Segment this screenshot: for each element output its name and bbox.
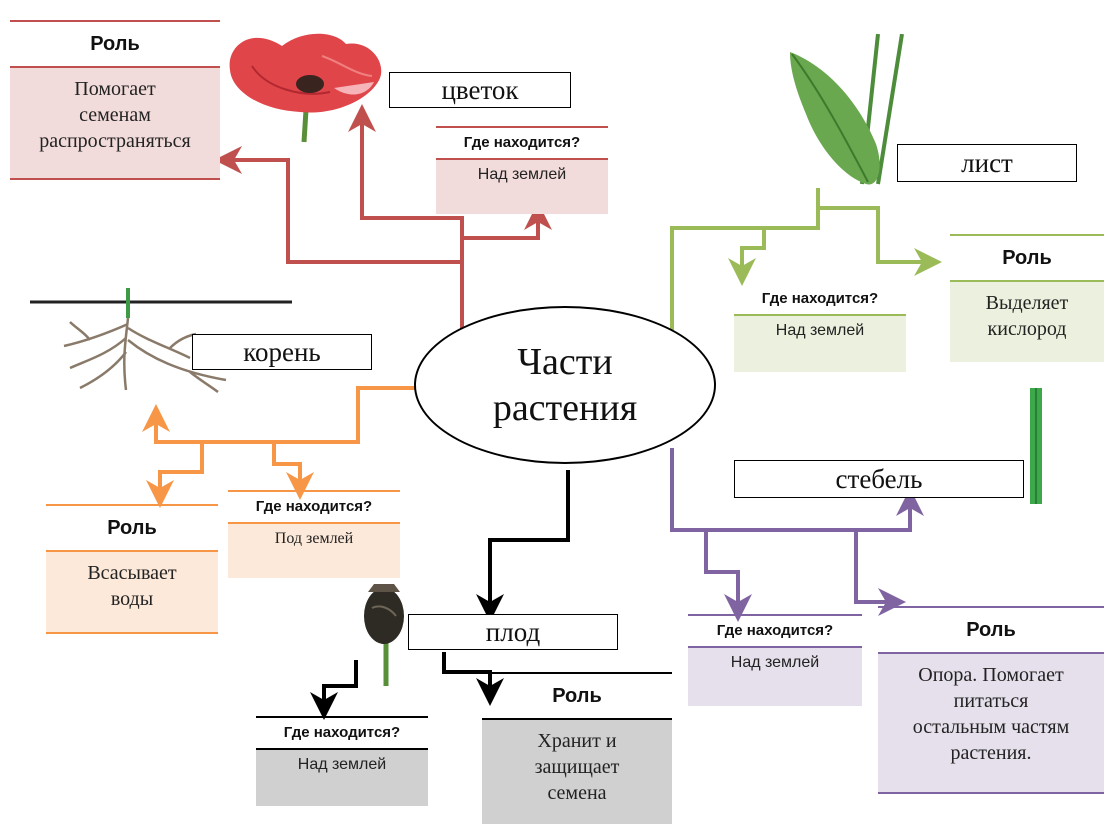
leaf-role-arrow [818, 206, 942, 276]
root-role-text: Всасывает воды [46, 552, 218, 634]
center-title: Части растения [414, 306, 716, 464]
root-illustration [30, 288, 292, 394]
fruit-where-value: Над землей [256, 750, 428, 806]
fruit-role-line: семена [547, 782, 607, 804]
stem-where-box: Где находится? Над землей [688, 614, 862, 706]
root-role-line: воды [110, 588, 154, 610]
root-role-arrow [146, 442, 204, 508]
flower-role-arrow [214, 146, 462, 264]
fruit-where-arrow [310, 660, 358, 720]
stem-role-line: растения. [950, 742, 1032, 764]
flower-where-box: Где находится? Над землей [436, 126, 608, 214]
flower-name-label: цветок [389, 72, 571, 108]
stem-role-arrow [854, 530, 906, 616]
root-name-label: корень [192, 334, 372, 370]
root-where-box: Где находится? Под землей [228, 490, 400, 578]
flower-role-box: Роль Помогает семенам распространяться [10, 20, 220, 180]
leaf-where-box: Где находится? Над землей [734, 284, 906, 372]
fruit-role-arrow [442, 652, 504, 706]
stem-where-arrow [704, 530, 752, 622]
root-role-heading: Роль [46, 504, 218, 552]
fruit-name-label: плод [408, 614, 618, 650]
stem-trunk-line [670, 448, 924, 532]
flower-role-line: Помогает [74, 78, 156, 100]
leaf-where-arrow [728, 228, 766, 286]
leaf-illustration [790, 34, 904, 185]
flower-role-heading: Роль [10, 20, 220, 68]
leaf-name-label: лист [897, 144, 1077, 182]
leaf-role-heading: Роль [950, 234, 1104, 282]
stem-role-text: Опора. Помогает питаться остальным частя… [878, 654, 1104, 794]
stem-role-heading: Роль [878, 606, 1104, 654]
leaf-role-line: кислород [987, 318, 1067, 340]
root-role-line: Всасывает [87, 562, 177, 584]
fruit-where-heading: Где находится? [256, 716, 428, 750]
fruit-role-line: защищает [534, 756, 620, 778]
flower-where-heading: Где находится? [436, 126, 608, 160]
stem-role-line: остальным частям [912, 716, 1070, 738]
root-where-value: Под землей [228, 524, 400, 578]
flower-name-arrow [348, 104, 464, 238]
stem-where-value: Над землей [688, 648, 862, 706]
leaf-where-heading: Где находится? [734, 284, 906, 316]
root-trunk-line [142, 386, 420, 444]
flower-where-value: Над землей [436, 160, 608, 214]
fruit-role-text: Хранит и защищает семена [482, 720, 672, 824]
flower-role-line: семенам [79, 104, 151, 126]
stem-role-line: питаться [953, 690, 1029, 712]
stem-role-box: Роль Опора. Помогает питаться остальным … [878, 606, 1104, 794]
stem-illustration [1030, 388, 1042, 504]
center-title-line1: Части [517, 341, 613, 383]
fruit-role-line: Хранит и [537, 730, 617, 752]
root-where-heading: Где находится? [228, 490, 400, 524]
flower-role-text: Помогает семенам распространяться [10, 68, 220, 180]
flower-role-line: распространяться [39, 130, 191, 152]
stem-where-heading: Где находится? [688, 614, 862, 648]
fruit-role-heading: Роль [482, 672, 672, 720]
root-where-arrow [272, 442, 314, 500]
root-role-box: Роль Всасывает воды [46, 504, 218, 634]
leaf-role-text: Выделяет кислород [950, 282, 1104, 362]
leaf-role-line: Выделяет [985, 292, 1069, 314]
fruit-role-box: Роль Хранит и защищает семена [482, 672, 672, 824]
poppy-seed-pod-illustration [364, 584, 404, 686]
leaf-where-value: Над землей [734, 316, 906, 372]
stem-role-line: Опора. Помогает [918, 664, 1064, 686]
fruit-where-box: Где находится? Над землей [256, 716, 428, 806]
fruit-trunk-line [476, 470, 570, 622]
center-title-line2: растения [492, 387, 638, 429]
leaf-role-box: Роль Выделяет кислород [950, 234, 1104, 362]
flower-where-arrow [462, 202, 552, 240]
stem-name-label: стебель [734, 460, 1024, 498]
poppy-flower-illustration [229, 33, 382, 143]
